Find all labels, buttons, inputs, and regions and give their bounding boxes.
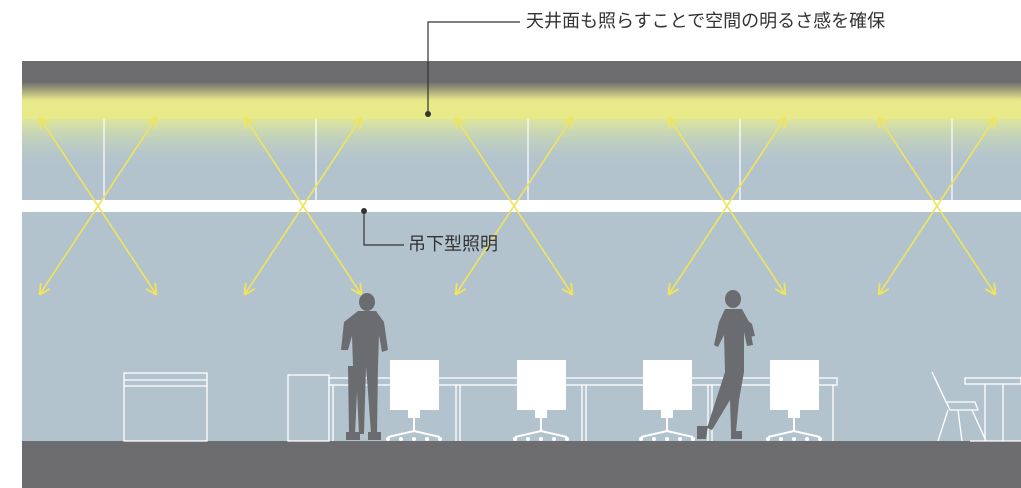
workstation xyxy=(766,360,822,441)
chair-caster xyxy=(665,437,669,441)
workstation xyxy=(513,360,569,441)
light-beam-arrow xyxy=(97,118,156,207)
chair-base xyxy=(387,429,441,438)
pendant-leader-dot xyxy=(361,208,367,214)
chair-caster xyxy=(766,437,770,441)
chair-caster xyxy=(792,437,796,441)
chair-caster xyxy=(691,437,695,441)
chair-caster xyxy=(425,437,429,441)
chair-caster xyxy=(399,437,403,441)
chair-base xyxy=(640,429,694,438)
workstation xyxy=(386,360,442,441)
chair-caster xyxy=(539,437,543,441)
side-chair xyxy=(931,371,987,442)
light-beam-arrow xyxy=(456,205,515,294)
pendant-fixture-strip xyxy=(22,200,1021,212)
storage-cabinet xyxy=(123,372,208,442)
light-beam-arrow xyxy=(40,118,99,207)
round-table xyxy=(964,377,1021,442)
light-beam-arrow xyxy=(879,118,938,207)
light-beams xyxy=(40,118,995,294)
chair-caster xyxy=(526,437,530,441)
desk-row xyxy=(328,377,838,441)
chair-seat xyxy=(535,410,547,418)
chair-base xyxy=(514,429,568,438)
chair-caster xyxy=(678,437,682,441)
ceiling-glow xyxy=(22,82,1021,119)
chair-base xyxy=(767,429,821,438)
light-beam-arrow xyxy=(726,205,785,294)
locker-box xyxy=(287,374,330,442)
workstations xyxy=(386,360,822,441)
chair-caster xyxy=(818,437,822,441)
light-beam-arrow xyxy=(936,205,995,294)
light-beam-arrow xyxy=(669,205,728,294)
light-beam-arrow xyxy=(936,118,995,207)
pendant-annotation: 吊下型照明 xyxy=(408,234,498,255)
light-beam-arrow xyxy=(879,205,938,294)
workstation xyxy=(639,360,695,441)
light-beam-arrow xyxy=(40,205,99,294)
chair-caster xyxy=(386,437,390,441)
chair-seat xyxy=(788,410,800,418)
ceiling-annotation: 天井面も照らすことで空間の明るさ感を確保 xyxy=(526,11,886,32)
light-beam-arrow xyxy=(456,118,515,207)
monitor xyxy=(643,360,692,410)
pendant-leader-line xyxy=(363,211,404,246)
chair-caster xyxy=(412,437,416,441)
chair-seat xyxy=(661,410,673,418)
light-beam-arrow xyxy=(726,118,785,207)
light-beam-arrow xyxy=(245,118,304,207)
person-woman-silhouette xyxy=(697,290,755,439)
ceiling-leader-dot xyxy=(425,111,431,117)
monitor xyxy=(390,360,439,410)
monitor xyxy=(770,360,819,410)
chair-seat xyxy=(408,410,420,418)
light-beam-arrow xyxy=(513,205,572,294)
monitor xyxy=(517,360,566,410)
chair-caster xyxy=(652,437,656,441)
chair-caster xyxy=(438,437,442,441)
chair-caster xyxy=(552,437,556,441)
chair-caster xyxy=(513,437,517,441)
light-beam-arrow xyxy=(97,205,156,294)
chair-caster xyxy=(805,437,809,441)
person-man-silhouette xyxy=(341,293,388,440)
light-beam-arrow xyxy=(302,205,361,294)
chair-caster xyxy=(565,437,569,441)
floor-slab xyxy=(22,441,1021,488)
light-beam-arrow xyxy=(245,205,304,294)
upper-wall-glow xyxy=(22,119,1021,169)
light-beam-arrow xyxy=(669,118,728,207)
chair-caster xyxy=(779,437,783,441)
ceiling-leader-line xyxy=(427,21,520,114)
light-beam-arrow xyxy=(513,118,572,207)
chair-caster xyxy=(639,437,643,441)
furniture xyxy=(123,371,1021,442)
light-beam-arrow xyxy=(302,118,361,207)
